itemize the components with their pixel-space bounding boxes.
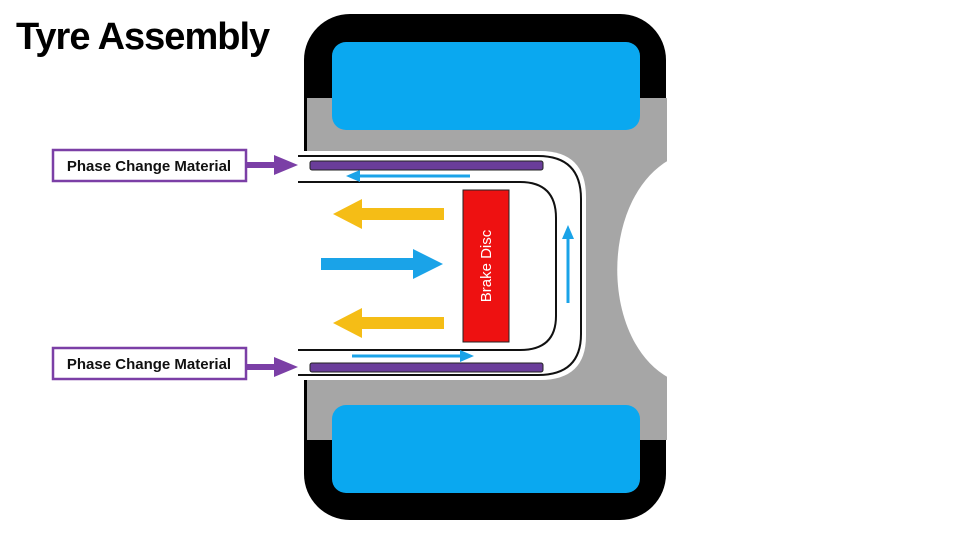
- pcm-label-top: Phase Change Material: [51, 148, 248, 183]
- arrow-right-icon: [246, 155, 298, 175]
- pcm-label-bottom-text: Phase Change Material: [67, 356, 231, 373]
- brake-disc-label: Brake Disc: [478, 229, 495, 302]
- duct-outer-wall: [298, 155, 582, 376]
- pcm-strip-top: [309, 160, 544, 171]
- axle-cutout: [617, 160, 669, 378]
- airflow-in-arrow: [321, 249, 443, 279]
- duct-flow-icon: [346, 170, 470, 182]
- tread-bottom: [332, 405, 640, 493]
- arrow-right-icon: [246, 357, 298, 377]
- brake-disc: [462, 189, 510, 343]
- duct-flow-icon: [352, 350, 474, 362]
- tread-top: [332, 42, 640, 130]
- pcm-label-top-text: Phase Change Material: [67, 158, 231, 175]
- pcm-strip-bottom: [309, 362, 544, 373]
- diagram-title: Tyre Assembly: [16, 16, 270, 58]
- airflow-out-arrow-top: [333, 199, 444, 229]
- duct-inner-wall: [298, 181, 557, 351]
- pcm-label-bottom: Phase Change Material: [51, 346, 248, 381]
- airflow-out-arrow-bottom: [333, 308, 444, 338]
- duct-flow-icon: [562, 225, 574, 303]
